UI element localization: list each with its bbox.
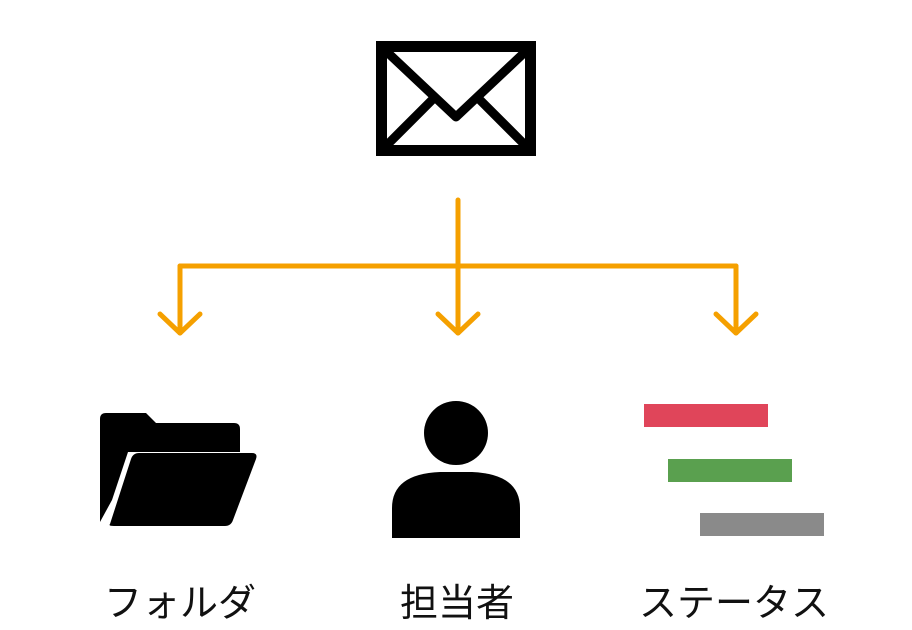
person-icon [392,401,520,538]
connector-tree [157,197,759,336]
arrowhead-center [435,311,481,336]
arrowhead-right [713,311,759,336]
status-bar-green [668,459,792,482]
label-assignee: 担当者 [399,581,514,625]
status-bar-red [644,404,768,427]
status-bars-icon [644,404,824,536]
status-bar-gray [700,513,824,536]
folder-icon [100,413,257,526]
label-folder: フォルダ [103,581,256,625]
arrowhead-left [157,311,203,336]
mail-envelope-icon [376,41,536,156]
label-status: ステータス [638,581,829,625]
